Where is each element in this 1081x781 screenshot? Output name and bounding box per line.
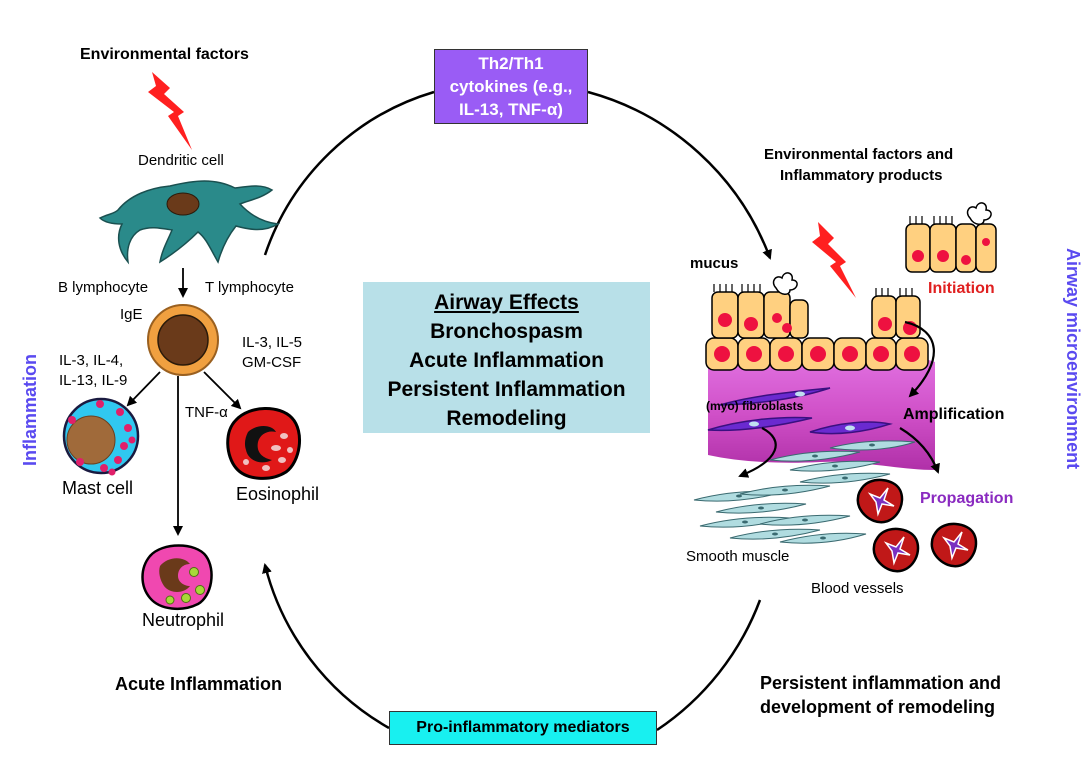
mast-cell-icon bbox=[62, 397, 140, 476]
arrow-to-mast bbox=[126, 371, 161, 407]
airway-effects-box: Airway Effects Bronchospasm Acute Inflam… bbox=[363, 282, 650, 433]
label-amplification: Amplification bbox=[903, 406, 1005, 423]
initiation-cells-icon bbox=[905, 202, 997, 273]
label-env-factors-right-1: Environmental factors and bbox=[764, 146, 954, 163]
th-box-line2: cytokines (e.g., bbox=[449, 77, 573, 96]
label-ige: IgE bbox=[120, 306, 143, 323]
label-mucus: mucus bbox=[690, 255, 739, 272]
cycle-arc-top bbox=[263, 90, 435, 256]
airway-effects-title: Airway Effects bbox=[434, 291, 579, 314]
th-box-line1: Th2/Th1 bbox=[478, 54, 544, 73]
label-b-lymphocyte: B lymphocyte bbox=[58, 279, 149, 296]
pro-inflammatory-box: Pro-inflammatory mediators bbox=[389, 711, 657, 745]
label-smooth-muscle: Smooth muscle bbox=[686, 548, 790, 565]
th-cytokines-box: Th2/Th1 cytokines (e.g., IL-13, TNF-α) bbox=[434, 49, 588, 124]
airway-effect-item: Remodeling bbox=[446, 407, 567, 430]
label-il-left-1: IL-3, IL-4, bbox=[59, 352, 124, 369]
label-mast-cell: Mast cell bbox=[62, 478, 134, 498]
arrow-to-eosinophil bbox=[203, 371, 242, 410]
label-environmental-factors: Environmental factors bbox=[80, 46, 249, 63]
label-propagation: Propagation bbox=[920, 490, 1014, 507]
th-box-line3: IL-13, TNF-α) bbox=[459, 100, 563, 119]
label-inflammation-vertical: Inflammation bbox=[20, 353, 40, 466]
label-persistent-2: development of remodeling bbox=[760, 697, 996, 717]
arrow-to-smooth-muscle bbox=[738, 427, 777, 478]
eosinophil-icon bbox=[226, 407, 301, 480]
cycle-arc-top-right bbox=[587, 90, 772, 260]
airway-effect-item: Bronchospasm bbox=[430, 320, 583, 343]
label-env-factors-right-2: Inflammatory products bbox=[780, 167, 943, 184]
lightning-left-icon bbox=[148, 72, 192, 150]
dendritic-cell-icon bbox=[98, 180, 281, 265]
arrow-to-propagation bbox=[899, 427, 940, 474]
label-neutrophil: Neutrophil bbox=[142, 610, 225, 630]
cycle-arc-bottom-right bbox=[656, 599, 762, 732]
cycle-arc-bottom-left bbox=[262, 563, 390, 730]
label-tnf-alpha: TNF-α bbox=[185, 404, 228, 421]
label-il-right-2: GM-CSF bbox=[242, 354, 302, 371]
fibroblasts-icon bbox=[707, 387, 893, 435]
label-t-lymphocyte: T lymphocyte bbox=[205, 279, 294, 296]
label-myo-fibroblasts: (myo) fibroblasts bbox=[706, 399, 804, 413]
label-dendritic-cell: Dendritic cell bbox=[138, 152, 224, 169]
label-airway-microenvironment-vertical: Airway microenvironment bbox=[1063, 248, 1081, 470]
label-initiation: Initiation bbox=[928, 280, 995, 297]
arrow-epithelium-to-amplification bbox=[904, 320, 935, 398]
label-persistent-1: Persistent inflammation and bbox=[760, 673, 1002, 693]
lightning-right-icon bbox=[812, 222, 856, 298]
label-il-left-2: IL-13, IL-9 bbox=[59, 372, 128, 389]
epithelium-layer bbox=[705, 272, 929, 371]
blood-vessels-icon bbox=[856, 478, 978, 573]
label-blood-vessels: Blood vessels bbox=[811, 580, 904, 597]
label-eosinophil: Eosinophil bbox=[236, 484, 320, 504]
airway-effect-item: Acute Inflammation bbox=[409, 349, 604, 372]
label-il-right-1: IL-3, IL-5 bbox=[242, 334, 303, 351]
neutrophil-icon bbox=[141, 544, 213, 611]
label-acute-inflammation: Acute Inflammation bbox=[115, 674, 283, 694]
airway-effect-item: Persistent Inflammation bbox=[387, 378, 626, 401]
lymphocyte-icon bbox=[147, 304, 219, 376]
